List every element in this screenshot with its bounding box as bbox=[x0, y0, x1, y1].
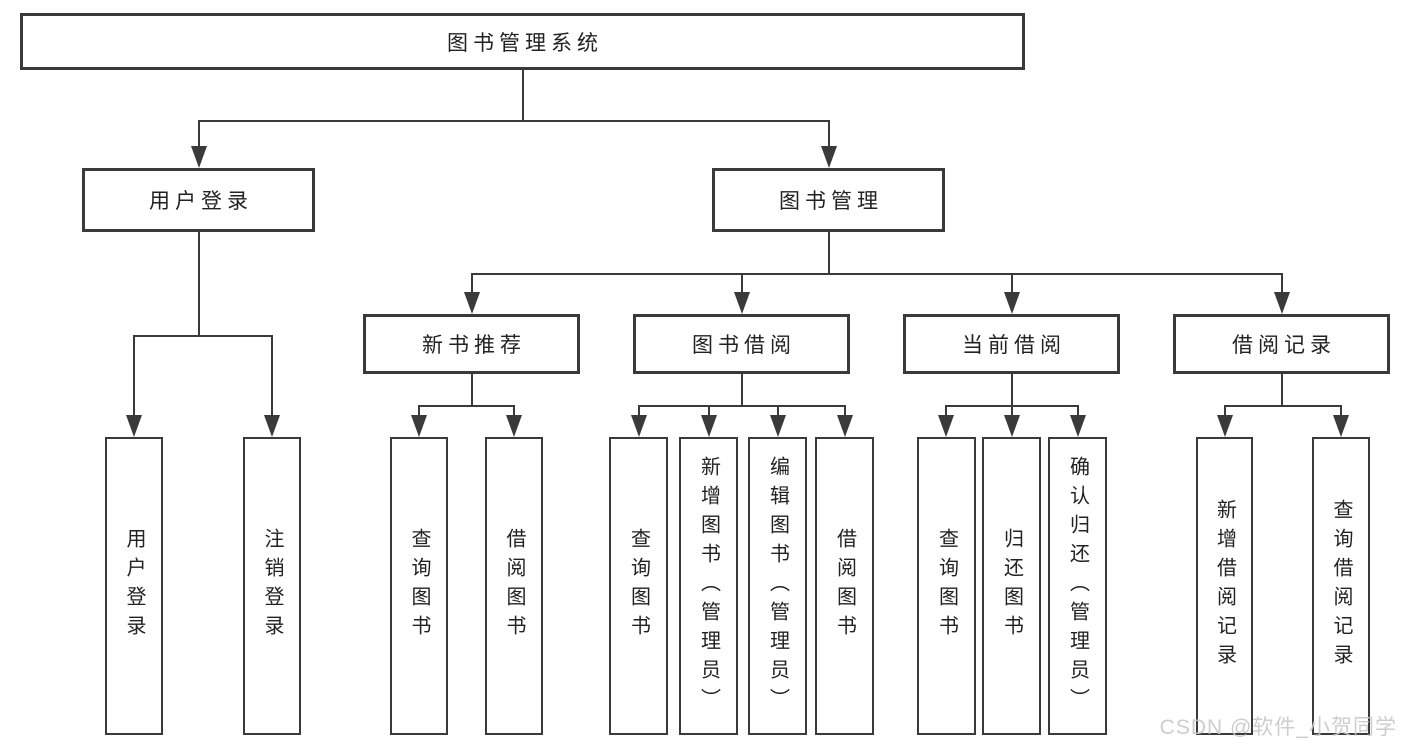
leaf-query-books: 查询图书 bbox=[917, 437, 976, 735]
leaf-add-borrow-record: 新增借阅记录 bbox=[1196, 437, 1253, 735]
connector-line bbox=[827, 232, 830, 275]
connector-line bbox=[1280, 273, 1283, 294]
connector-line bbox=[740, 374, 743, 407]
node-label: 查询图书 bbox=[408, 528, 430, 644]
connector-line bbox=[470, 273, 1283, 275]
connector-line bbox=[707, 405, 710, 417]
connector-line bbox=[470, 273, 473, 294]
arrow-down-icon bbox=[836, 415, 853, 437]
csdn-watermark: CSDN @软件_小贺同学 bbox=[1159, 716, 1397, 739]
arrow-down-icon bbox=[1216, 415, 1233, 437]
node-label: 新增图书（管理员） bbox=[697, 455, 720, 717]
arrow-down-icon bbox=[1003, 415, 1020, 437]
leaf-query-books: 查询图书 bbox=[390, 437, 448, 735]
leaf-user-login: 用户登录 bbox=[105, 437, 163, 735]
connector-line bbox=[1340, 405, 1342, 417]
connector-line bbox=[1010, 374, 1013, 407]
arrow-down-icon bbox=[820, 146, 837, 168]
arrow-down-icon bbox=[938, 415, 954, 437]
connector-line bbox=[418, 405, 420, 417]
connector-line bbox=[1223, 405, 1342, 407]
connector-line bbox=[945, 405, 947, 417]
node-label: 编辑图书（管理员） bbox=[766, 455, 789, 717]
leaf-query-borrow-record: 查询借阅记录 bbox=[1312, 437, 1370, 735]
connector-line bbox=[1010, 273, 1013, 294]
arrow-down-icon bbox=[190, 146, 207, 168]
leaf-borrow-books: 借阅图书 bbox=[815, 437, 874, 735]
connector-line bbox=[1280, 374, 1283, 407]
connector-line bbox=[740, 273, 743, 294]
node-label: 图书管理 bbox=[779, 190, 883, 213]
connector-line bbox=[197, 232, 200, 337]
leaf-logout: 注销登录 bbox=[243, 437, 301, 735]
node-label: 查询图书 bbox=[627, 528, 650, 644]
node-label: 用户登录 bbox=[149, 190, 253, 213]
arrow-down-icon bbox=[264, 415, 280, 437]
node-label: 图书管理系统 bbox=[447, 31, 603, 55]
arrow-down-icon bbox=[411, 415, 427, 437]
connector-line bbox=[133, 335, 273, 337]
node-new-book-recommendation: 新书推荐 bbox=[363, 314, 580, 374]
leaf-confirm-return-admin: 确认归还（管理员） bbox=[1048, 437, 1107, 735]
connector-line bbox=[271, 335, 273, 417]
connector-line bbox=[637, 405, 846, 407]
arrow-down-icon bbox=[1003, 292, 1020, 314]
connector-line bbox=[1223, 405, 1226, 417]
connector-line bbox=[513, 405, 515, 417]
node-label: 新书推荐 bbox=[422, 334, 526, 357]
node-label: 当前借阅 bbox=[962, 334, 1066, 357]
connector-line bbox=[418, 405, 515, 407]
arrow-down-icon bbox=[630, 415, 647, 437]
connector-line bbox=[776, 405, 779, 417]
connector-line bbox=[637, 405, 640, 417]
leaf-query-books: 查询图书 bbox=[609, 437, 668, 735]
node-current-borrowing: 当前借阅 bbox=[903, 314, 1120, 374]
node-label: 查询借阅记录 bbox=[1330, 499, 1352, 673]
node-label: 用户登录 bbox=[123, 528, 145, 644]
connector-line bbox=[843, 405, 846, 417]
connector-line bbox=[197, 120, 830, 122]
node-label: 借阅记录 bbox=[1232, 334, 1336, 357]
arrow-down-icon bbox=[1069, 415, 1086, 437]
leaf-edit-books-admin: 编辑图书（管理员） bbox=[748, 437, 807, 735]
node-library-management-system: 图书管理系统 bbox=[20, 13, 1025, 70]
node-user-login: 用户登录 bbox=[82, 168, 315, 232]
arrow-down-icon bbox=[733, 292, 750, 314]
arrow-down-icon bbox=[1333, 415, 1349, 437]
connector-line bbox=[1076, 405, 1079, 417]
arrow-down-icon bbox=[463, 292, 480, 314]
node-book-borrowing: 图书借阅 bbox=[633, 314, 850, 374]
connector-line bbox=[197, 120, 200, 148]
leaf-return-books: 归还图书 bbox=[982, 437, 1041, 735]
node-borrowing-records: 借阅记录 bbox=[1173, 314, 1390, 374]
connector-line bbox=[521, 70, 524, 122]
arrow-down-icon bbox=[1273, 292, 1290, 314]
arrow-down-icon bbox=[126, 415, 142, 437]
arrow-down-icon bbox=[769, 415, 786, 437]
connector-line bbox=[1010, 405, 1013, 417]
node-label: 新增借阅记录 bbox=[1213, 499, 1236, 673]
leaf-add-books-admin: 新增图书（管理员） bbox=[679, 437, 738, 735]
arrow-down-icon bbox=[506, 415, 522, 437]
connector-line bbox=[133, 335, 135, 417]
node-label: 确认归还（管理员） bbox=[1066, 455, 1089, 717]
node-label: 借阅图书 bbox=[503, 528, 525, 644]
arrow-down-icon bbox=[700, 415, 717, 437]
connector-line bbox=[470, 374, 473, 407]
leaf-borrow-books: 借阅图书 bbox=[485, 437, 543, 735]
node-label: 借阅图书 bbox=[833, 528, 856, 644]
node-label: 查询图书 bbox=[935, 528, 958, 644]
connector-line bbox=[827, 120, 830, 148]
node-label: 注销登录 bbox=[261, 528, 283, 644]
node-label: 图书借阅 bbox=[692, 334, 796, 357]
node-book-management: 图书管理 bbox=[712, 168, 945, 232]
node-label: 归还图书 bbox=[1000, 528, 1023, 644]
